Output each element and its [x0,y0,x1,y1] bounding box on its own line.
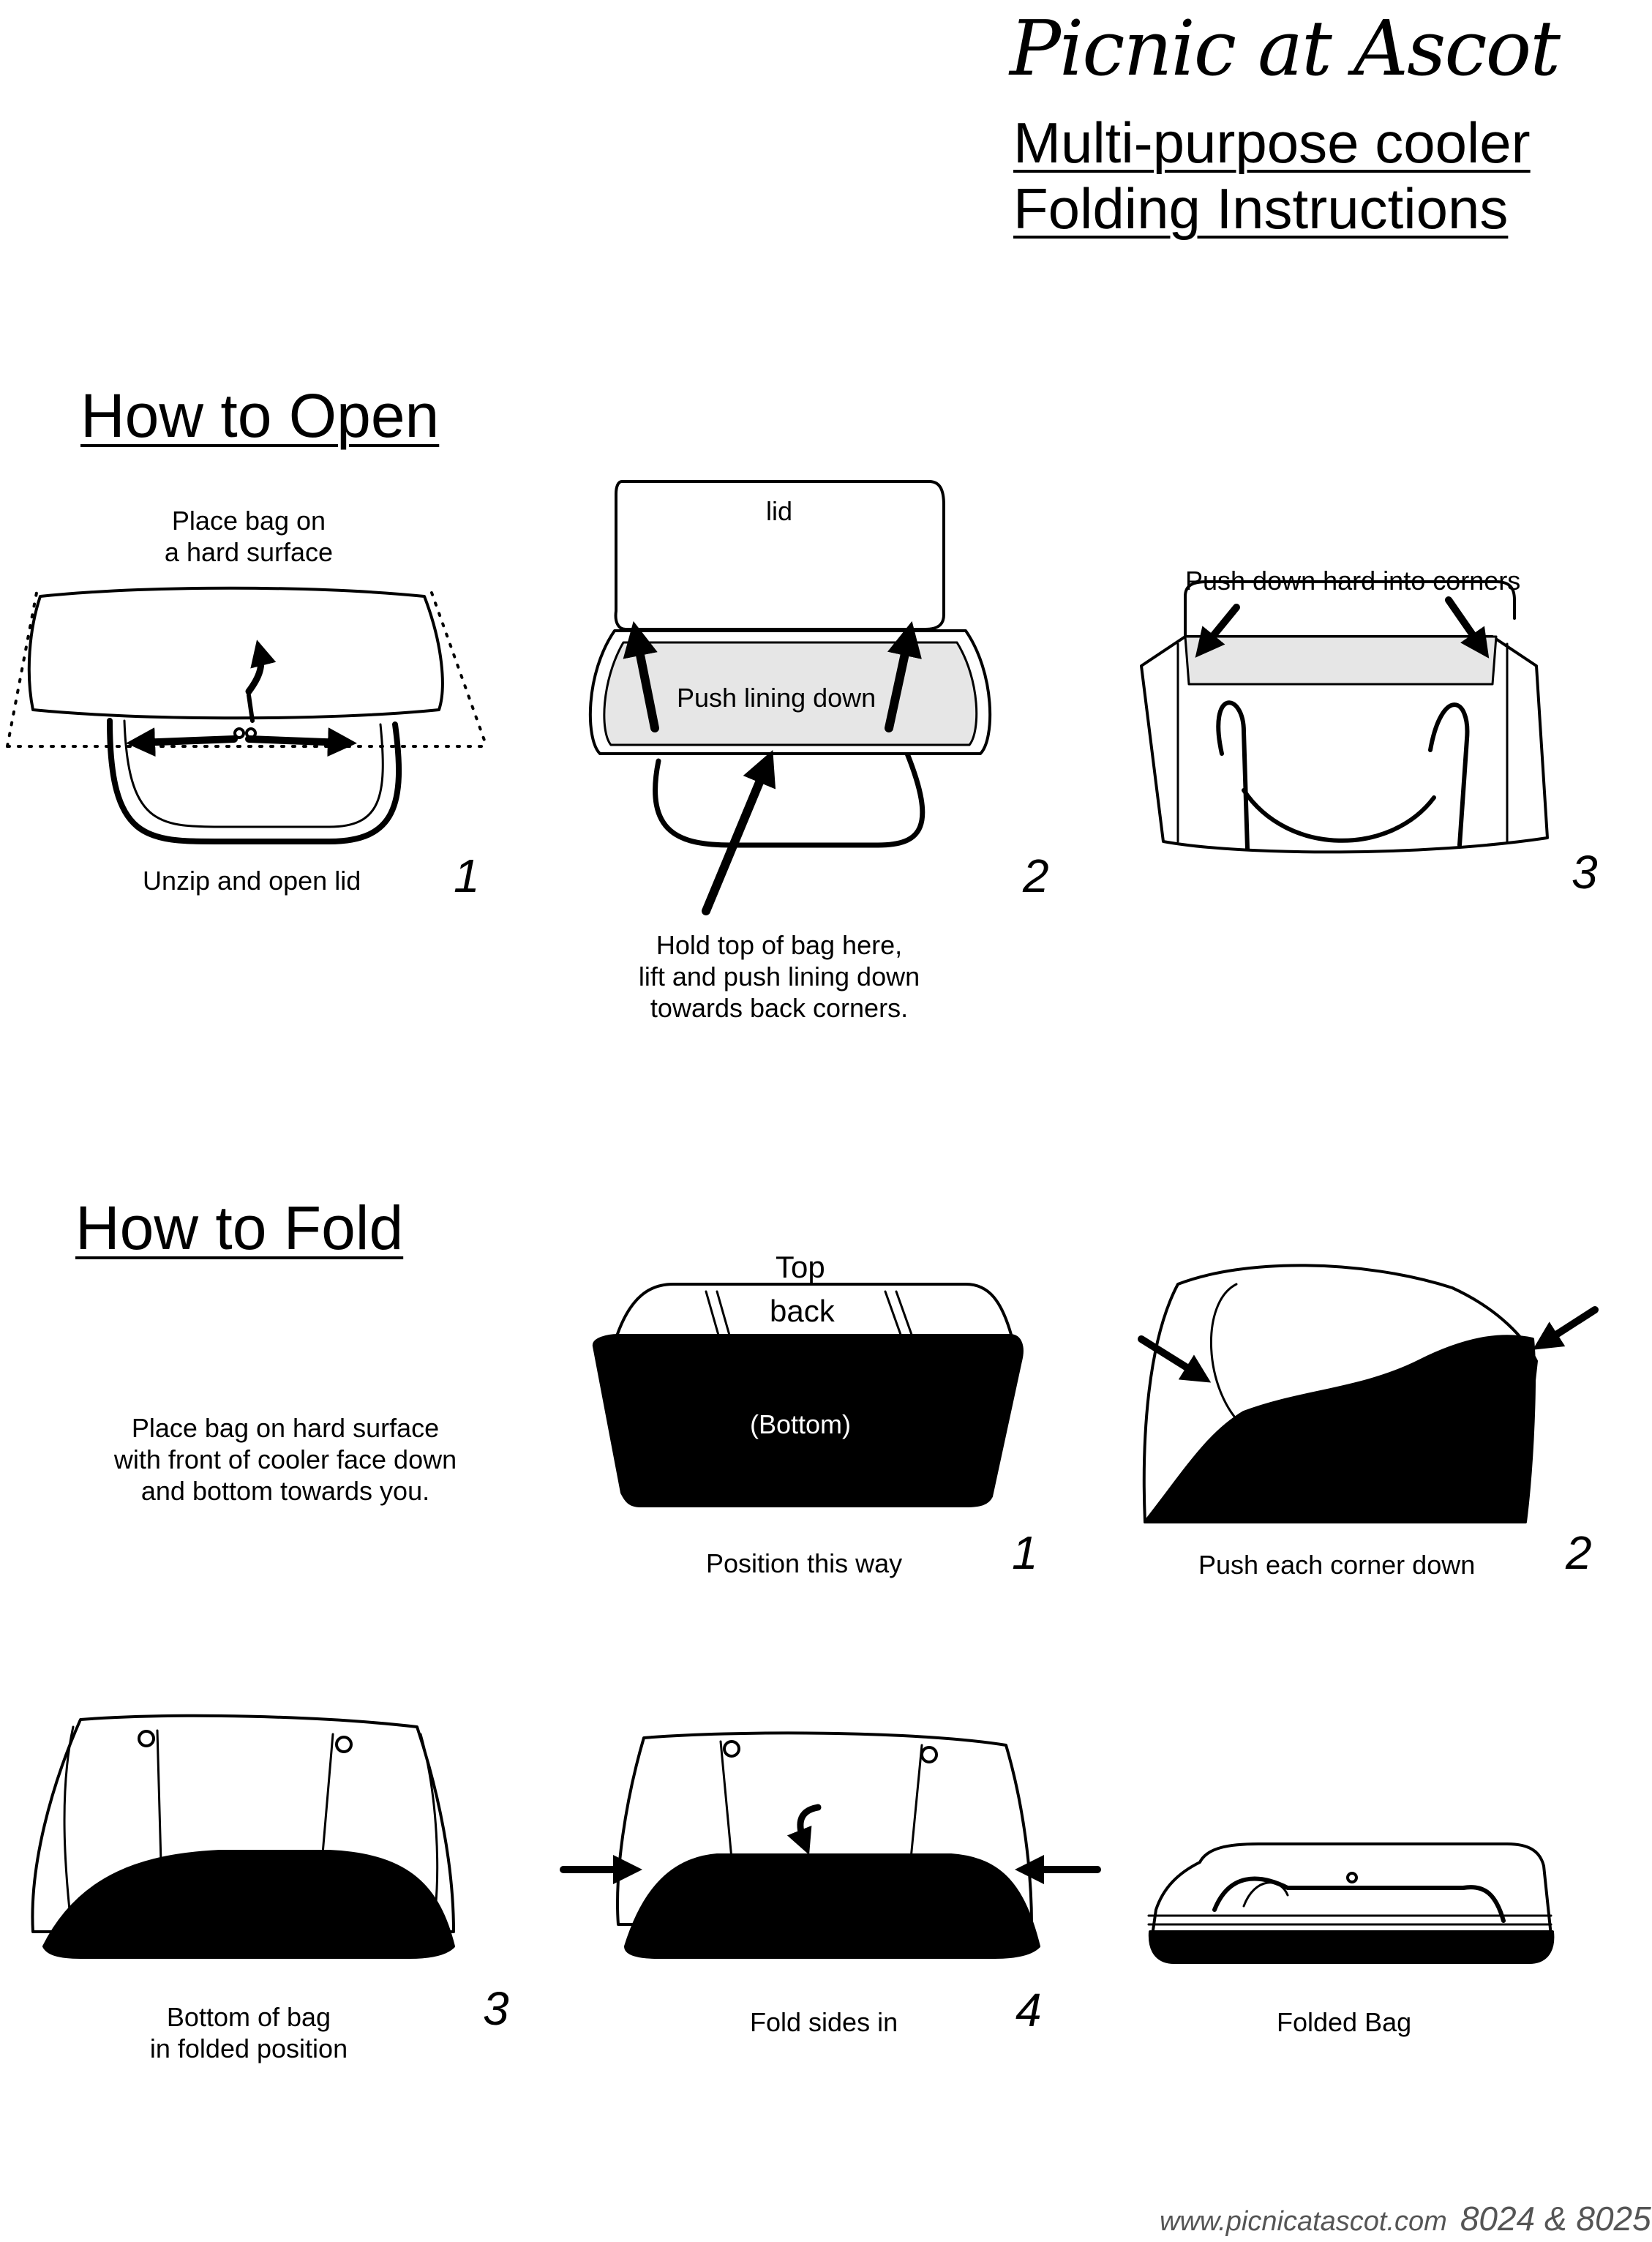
footer-website: www.picnicatascot.com [1160,2206,1447,2237]
brand-logo: Picnic at Ascot [1010,4,1561,93]
footer: www.picnicatascot.com 8024 & 8025 [1160,2199,1651,2238]
open-step3-number: 3 [1572,846,1598,899]
fold-step3-bag-illustration [31,1714,455,1959]
fold-intro-line2: with front of cooler face down [113,1444,457,1474]
fold-intro-line1: Place bag on hard surface [131,1413,440,1443]
push-lining-label: Push lining down [677,683,876,713]
document-title-line1: Multi-purpose cooler [1013,110,1531,175]
open-step3-bag-illustration [1140,580,1549,854]
fold-step1-number: 1 [1012,1526,1038,1579]
fold-step3-number: 3 [483,1982,509,2035]
fold-step2-caption: Push each corner down [1198,1550,1476,1580]
open-section-title: How to Open [80,381,440,450]
fold-step2-number: 2 [1566,1526,1592,1579]
fold-step4-bag-illustration [560,1731,1101,1959]
fold-step2-bag-illustration [1138,1264,1599,1523]
fold-back-label: back [770,1294,835,1328]
fold-step4-number: 4 [1015,1984,1042,2036]
footer-product-codes: 8024 & 8025 [1460,2200,1651,2238]
open-step1-caption-top-line2: a hard surface [164,537,334,567]
open-step2-bag-illustration [588,480,992,915]
fold-step3-caption-line2: in folded position [149,2033,348,2063]
folded-bag-illustration [1147,1842,1555,1964]
open-step1-bag-illustration [6,586,488,844]
lid-label: lid [765,496,793,526]
open-step2-caption-line1: Hold top of bag here, [656,930,903,960]
fold-bottom-label: (Bottom) [750,1409,852,1439]
fold-step3-caption-line1: Bottom of bag [166,2002,331,2032]
fold-step1-caption: Position this way [706,1548,903,1578]
document-title-line2: Folding Instructions [1013,176,1509,241]
fold-section-title: How to Fold [75,1193,404,1262]
open-step3-caption: Push down hard into corners [1185,566,1521,596]
fold-step4-caption: Fold sides in [750,2007,898,2037]
open-step1-number: 1 [454,850,480,902]
open-step2-caption-line2: lift and push lining down [638,961,920,991]
fold-intro-line3: and bottom towards you. [140,1476,430,1506]
open-step1-caption-top-line1: Place bag on [171,506,326,536]
open-step1-caption: Unzip and open lid [143,866,361,896]
folded-bag-caption: Folded Bag [1277,2007,1412,2037]
fold-intro-text: Place bag on hard surface with front of … [102,1412,468,1507]
open-step2-number: 2 [1023,850,1049,902]
fold-step3-caption: Bottom of bag in folded position [139,2001,358,2064]
fold-top-label: Top [776,1250,825,1284]
open-step2-caption: Hold top of bag here, lift and push lini… [615,929,944,1024]
open-step2-caption-line3: towards back corners. [650,993,909,1023]
fold-step1-bag-illustration [592,1283,1024,1507]
open-step1-caption-top: Place bag on a hard surface [139,505,358,568]
